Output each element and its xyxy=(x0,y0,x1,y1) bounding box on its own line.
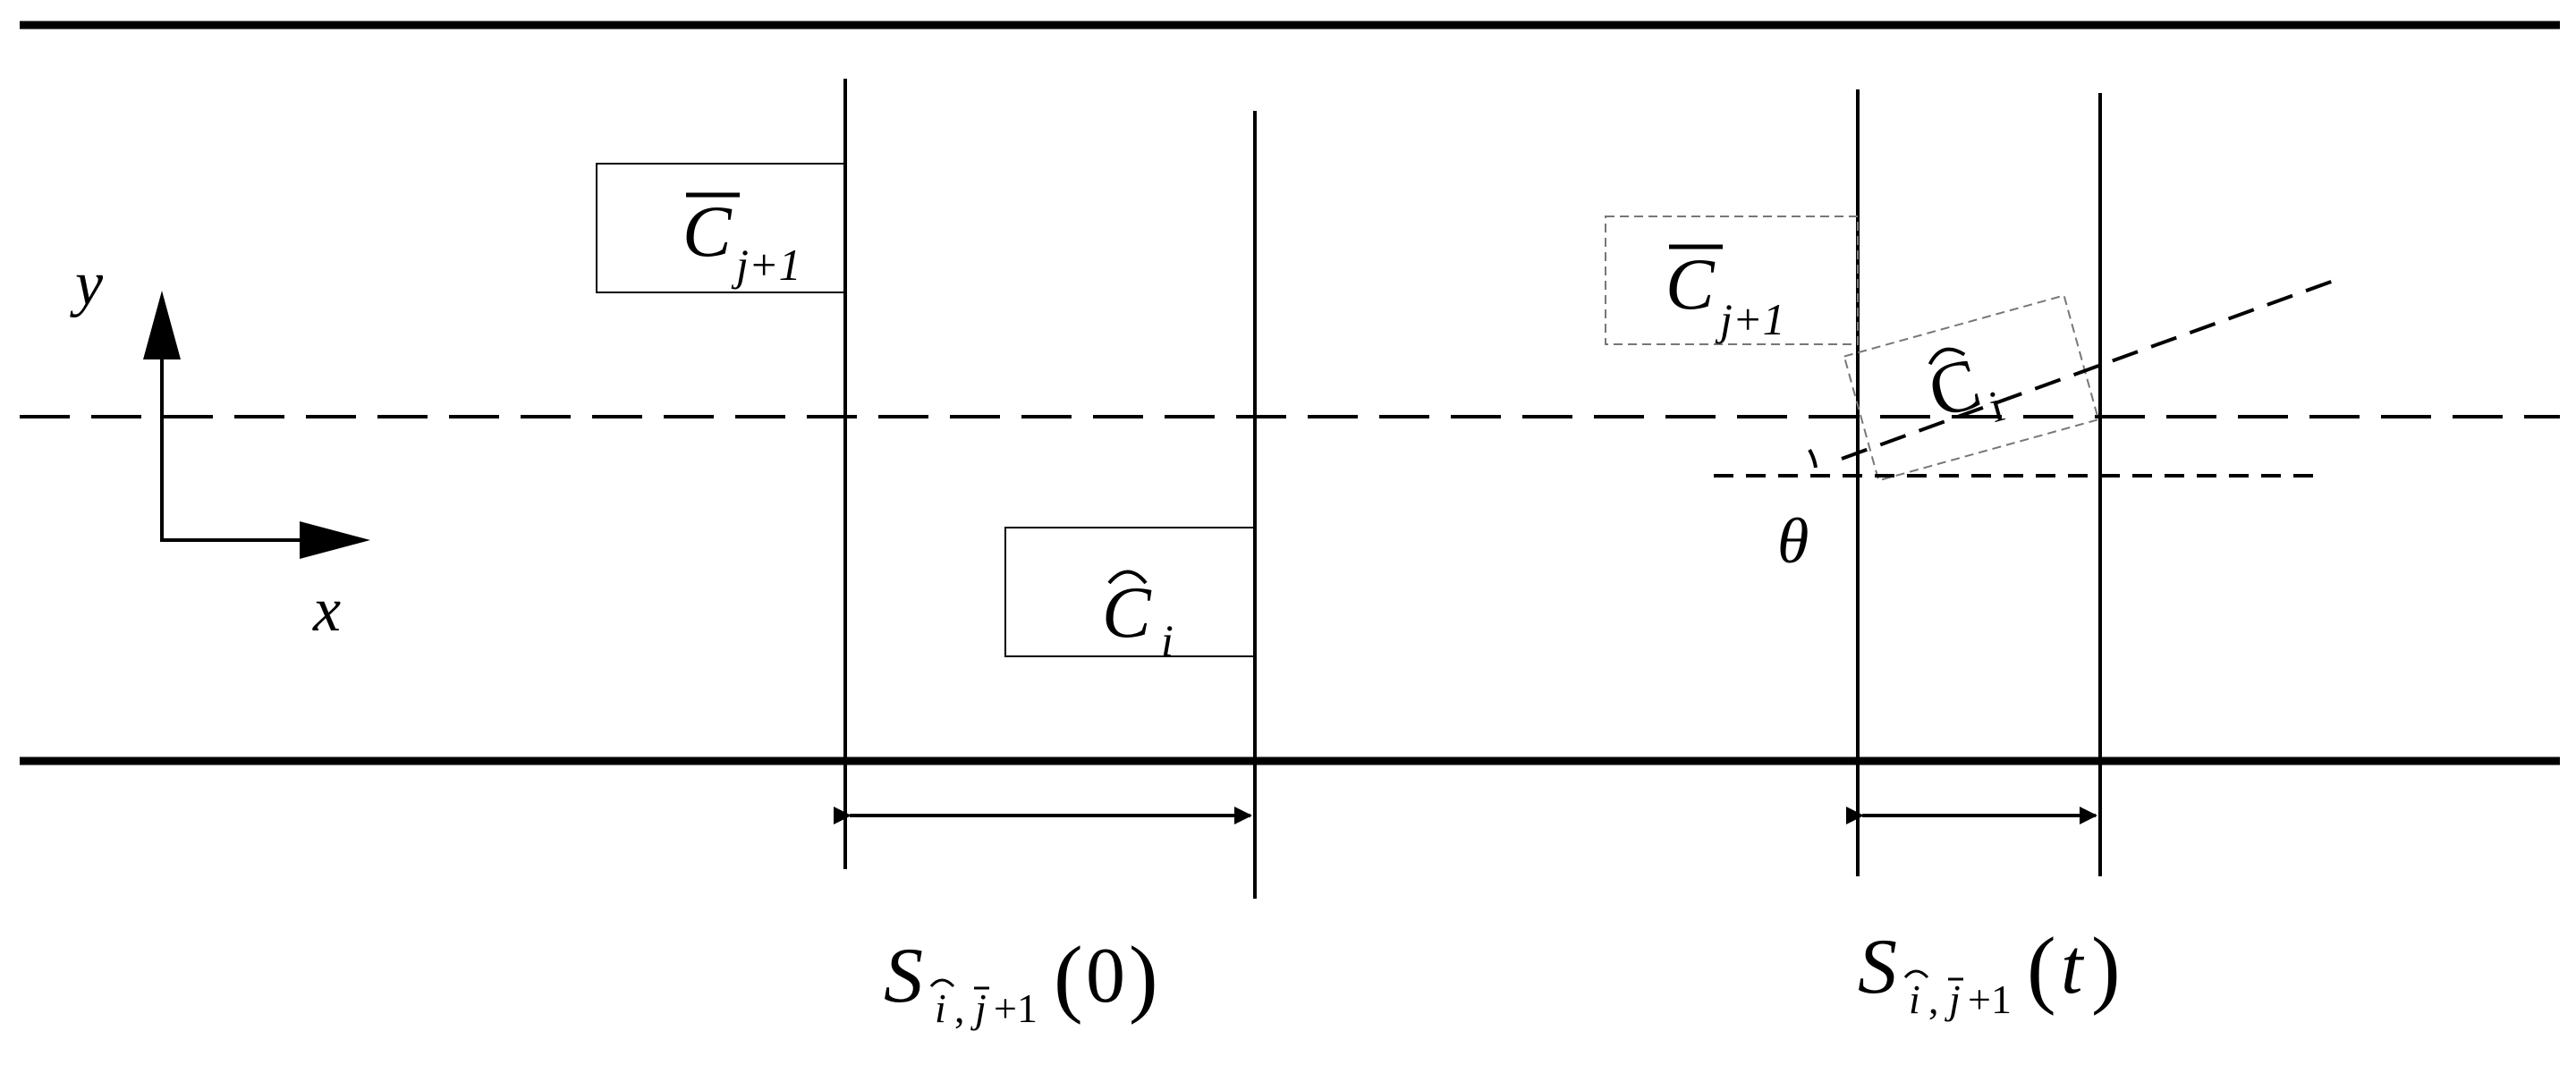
label-symbol: C xyxy=(1665,243,1716,325)
coordinate-axes: y x xyxy=(70,249,370,645)
label-sub-j: j xyxy=(970,985,987,1031)
label-sub-i: i xyxy=(1909,976,1920,1022)
label-symbol: C xyxy=(682,190,733,272)
angle-arc xyxy=(1808,448,1818,469)
label-open-paren: ( xyxy=(1054,929,1083,1026)
later-rear-vehicle-box xyxy=(1843,294,2100,482)
label-symbol: S xyxy=(884,933,923,1019)
later-gap-label: S i , j +1 ( t ) xyxy=(1858,920,2121,1022)
label-open-paren: ( xyxy=(2027,920,2056,1017)
later-state: C j+1 C i θ S i , j +1 ( t ) xyxy=(1605,89,2334,1022)
initial-front-vehicle-label: C j+1 xyxy=(682,190,801,290)
initial-front-vehicle-box xyxy=(596,163,846,293)
label-close-paren: ) xyxy=(2091,920,2121,1017)
label-sub-j: j xyxy=(1945,976,1961,1022)
label-close-paren: ) xyxy=(1129,929,1158,1026)
label-argument: 0 xyxy=(1086,933,1125,1019)
y-axis-arrowhead xyxy=(143,291,181,359)
label-symbol: S xyxy=(1858,924,1897,1010)
hat-accent xyxy=(1107,570,1148,585)
heading-dashed-line xyxy=(1841,279,2334,461)
label-argument: t xyxy=(2061,924,2085,1010)
hat-accent xyxy=(929,978,955,988)
label-subscript: i xyxy=(1984,380,2009,432)
initial-rear-vehicle-box xyxy=(1004,527,1256,657)
later-front-vehicle-label: C j+1 xyxy=(1665,243,1785,344)
label-sub-i: i xyxy=(935,985,946,1031)
label-symbol: C xyxy=(1102,571,1152,653)
label-sub-separator: , xyxy=(1928,976,1939,1022)
initial-rear-vehicle-label: C i xyxy=(1102,570,1174,665)
label-sub-plus: +1 xyxy=(1968,976,2012,1022)
hat-accent xyxy=(1928,347,1966,366)
initial-state: C j+1 C i S i , j +1 ( 0 ) xyxy=(596,79,1257,1031)
label-subscript: j+1 xyxy=(731,240,801,290)
later-rear-vehicle: C i xyxy=(1843,294,2100,482)
label-subscript: i xyxy=(1161,615,1174,665)
hat-accent xyxy=(1903,969,1929,979)
label-subscript: j+1 xyxy=(1715,294,1785,344)
label-symbol: C xyxy=(1919,342,1988,433)
y-axis-label: y xyxy=(70,249,104,318)
x-axis-label: x xyxy=(312,576,341,645)
initial-gap-label: S i , j +1 ( 0 ) xyxy=(884,929,1158,1031)
angle-label: θ xyxy=(1777,505,1809,577)
label-sub-separator: , xyxy=(954,985,965,1031)
x-axis-arrowhead xyxy=(300,521,370,559)
later-front-vehicle-box xyxy=(1605,216,1859,345)
label-sub-plus: +1 xyxy=(994,985,1038,1031)
